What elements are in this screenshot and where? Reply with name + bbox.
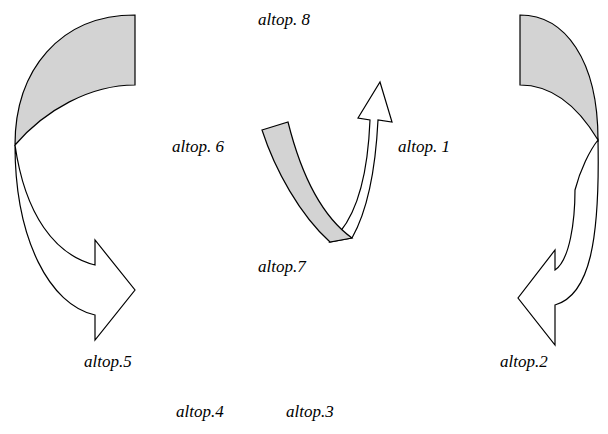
step-label: altop. 8 bbox=[258, 10, 310, 30]
step-label: altop.4 bbox=[176, 402, 224, 422]
step-label: altop.5 bbox=[84, 352, 132, 372]
step-label: altop.7 bbox=[258, 257, 306, 277]
arrow-band bbox=[15, 15, 135, 145]
step-label: altop.3 bbox=[286, 402, 334, 422]
step-label: altop. 6 bbox=[172, 137, 224, 157]
arrow-band bbox=[262, 122, 352, 242]
arrow-band bbox=[520, 15, 598, 140]
arrow-shaft bbox=[330, 82, 392, 242]
arrow-shaft bbox=[518, 140, 598, 345]
step-label: altop. 1 bbox=[398, 137, 450, 157]
arrow-shaft bbox=[15, 145, 135, 340]
step-label: altop.2 bbox=[500, 352, 548, 372]
